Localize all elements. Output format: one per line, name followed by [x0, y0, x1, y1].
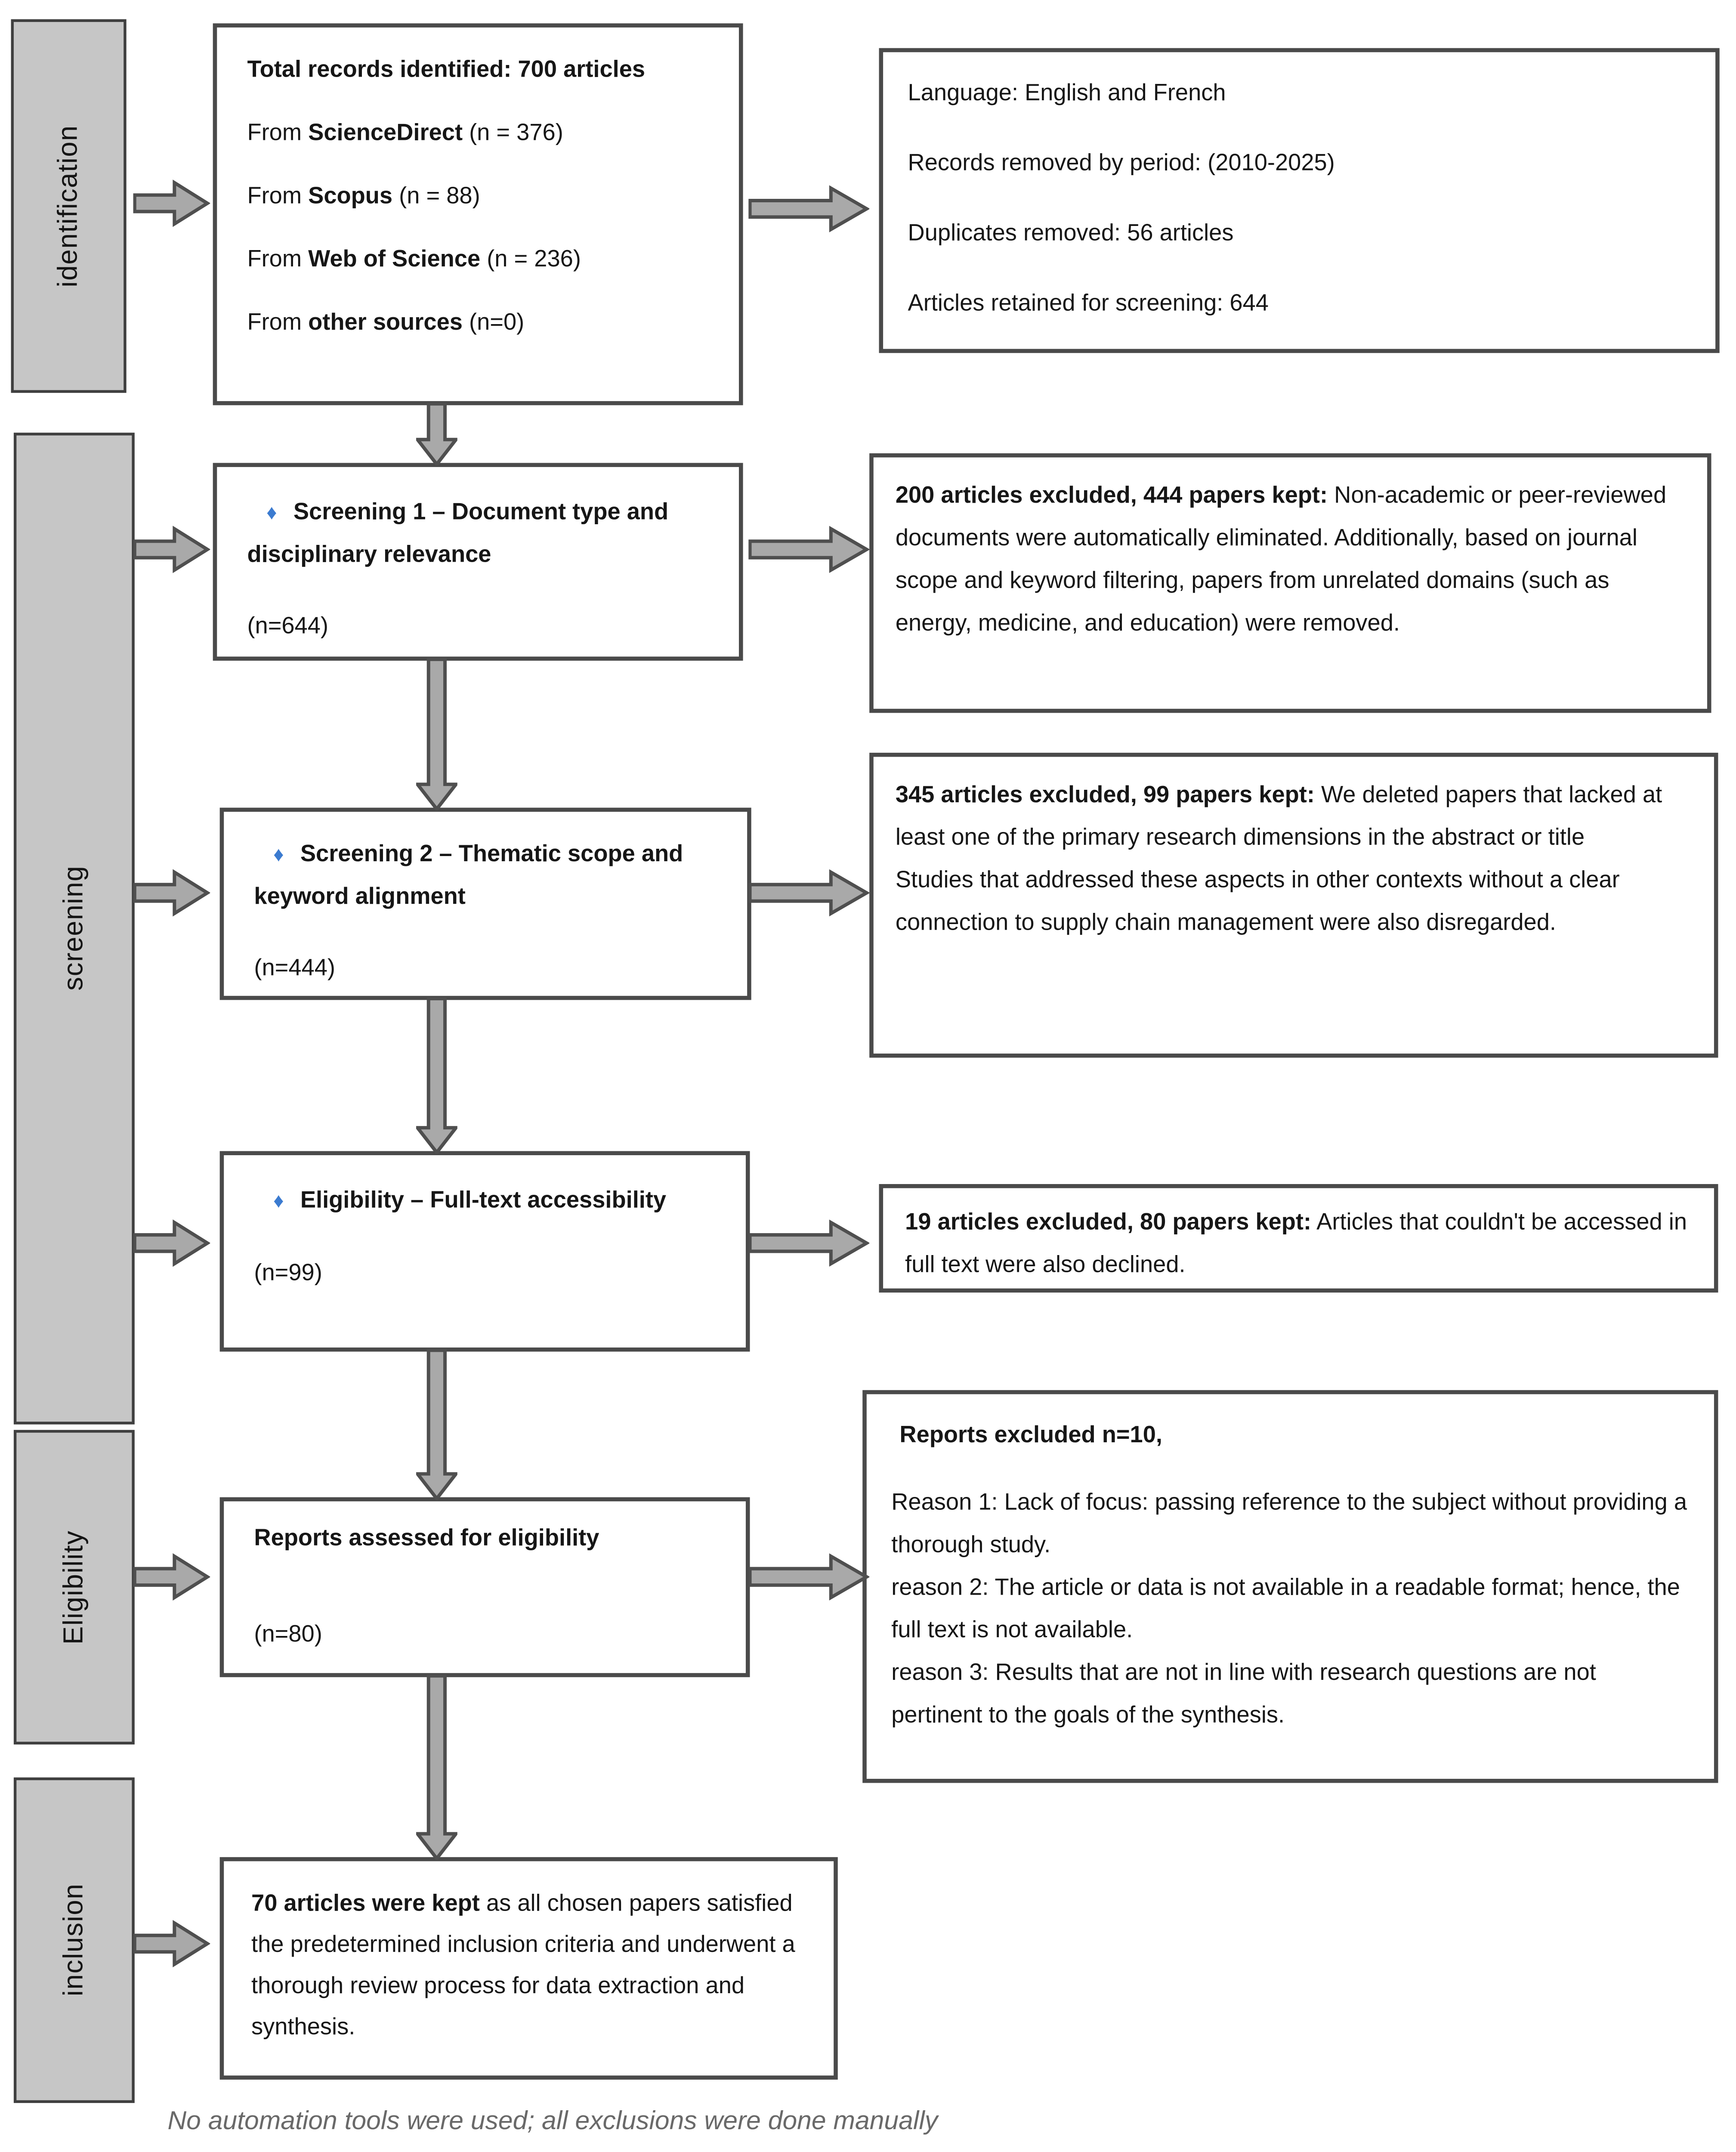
text-line: Language: English and French	[908, 80, 1226, 106]
box-screening1: ♦Screening 1 – Document type and discipl…	[213, 463, 743, 661]
text-run: From	[247, 246, 309, 272]
arrow-eligibility-to-reports	[133, 1553, 210, 1601]
sidebar-stage-inclusion: inclusion	[13, 1777, 135, 2103]
text-line: Records removed by period: (2010-2025)	[908, 149, 1335, 176]
diamond-icon: ♦	[266, 501, 277, 525]
count-label: (n=644)	[247, 612, 329, 639]
text-run: Eligibility – Full-text accessibility	[300, 1187, 667, 1213]
count-label: (n=80)	[254, 1620, 322, 1647]
arrow-screening2-to-exclusions	[748, 869, 870, 917]
text-line: Reason 1: Lack of focus: passing referen…	[891, 1489, 1687, 1558]
stage-label-identification: identification	[53, 125, 83, 288]
text-run: 345 articles excluded, 99 papers kept:	[895, 781, 1315, 808]
text-line: reason 3: Results that are not in line w…	[891, 1659, 1596, 1728]
text-line: 200 articles excluded, 444 papers kept: …	[896, 474, 1685, 644]
arrow-records-to-dedup	[748, 185, 870, 232]
arrow-reports-to-excluded-reasons	[748, 1553, 870, 1601]
text-line: 70 articles were kept as all chosen pape…	[251, 1883, 806, 2048]
arrow-eligibility-to-exclusions	[748, 1219, 870, 1267]
text-line: ♦Screening 2 – Thematic scope and keywor…	[254, 834, 717, 918]
box-eligibility-fulltext: ♦ Eligibility – Full-text accessibility (…	[219, 1151, 750, 1352]
text-line: Duplicates removed: 56 articles	[908, 220, 1234, 246]
box-fulltext-exclusions: 19 articles excluded, 80 papers kept: Ar…	[879, 1184, 1718, 1293]
stage-label-eligibility: Eligibility	[58, 1530, 89, 1645]
box-screening2-exclusions: 345 articles excluded, 99 papers kept: W…	[869, 752, 1718, 1058]
text-line: ♦Screening 1 – Document type and discipl…	[247, 492, 708, 576]
text-run: From	[247, 182, 309, 209]
text-line: ♦ Eligibility – Full-text accessibility	[254, 1180, 715, 1222]
arrow-inclusion-to-kept	[133, 1920, 210, 1967]
text-line: Total records identified: 700 articles	[247, 49, 666, 91]
box-screening1-exclusions: 200 articles excluded, 444 papers kept: …	[869, 453, 1711, 713]
arrow-screening1-to-screening2	[416, 658, 457, 810]
arrow-screening-to-screening2	[133, 869, 210, 917]
text-run: (n = 88)	[392, 182, 480, 209]
text-run: Scopus	[308, 182, 393, 209]
arrow-identification-to-records	[133, 179, 210, 227]
text-run: Screening 2 – Thematic scope and keyword…	[254, 841, 683, 909]
text-run: Articles that couldn't be accessed in fu…	[905, 1209, 1687, 1278]
text-run: From	[247, 119, 309, 146]
arrow-records-to-screening1	[416, 402, 457, 466]
sidebar-stage-eligibility: Eligibility	[13, 1430, 135, 1745]
text-line: Reports excluded n=10,	[899, 1422, 1163, 1448]
text-line: Articles retained for screening: 644	[908, 290, 1269, 316]
text-line: From other sources (n=0)	[247, 302, 708, 343]
text-run: 70 articles were kept	[251, 1890, 480, 1917]
box-screening2: ♦Screening 2 – Thematic scope and keywor…	[219, 807, 751, 1000]
text-run: 200 articles excluded, 444 papers kept:	[895, 482, 1328, 508]
box-reports-assessed: Reports assessed for eligibility (n=80)	[219, 1497, 750, 1677]
box-reports-excluded-reasons: Reports excluded n=10, Reason 1: Lack of…	[862, 1390, 1718, 1783]
count-label: (n=99)	[254, 1259, 322, 1286]
text-run: other sources	[308, 309, 463, 335]
text-line: reason 2: The article or data is not ava…	[891, 1574, 1680, 1643]
text-line: From Web of Science (n = 236)	[247, 239, 708, 280]
text-line: 19 articles excluded, 80 papers kept: Ar…	[905, 1200, 1692, 1286]
diamond-icon: ♦	[273, 843, 284, 867]
text-run: (n = 236)	[480, 246, 581, 272]
text-line: Reports assessed for eligibility	[254, 1524, 599, 1551]
arrow-screening2-to-eligibility	[416, 997, 457, 1154]
arrow-screening-to-eligibility	[133, 1219, 210, 1267]
text-run: as all chosen papers satisfied the prede…	[251, 1890, 795, 2040]
count-label: (n=444)	[254, 955, 335, 981]
text-run: Non-academic or peer-reviewed documents …	[895, 482, 1667, 636]
text-run: Web of Science	[308, 246, 481, 272]
arrow-eligibility-to-reports-assessed	[416, 1349, 457, 1500]
box-records-identified: Total records identified: 700 articles F…	[213, 23, 743, 405]
text-run: 19 articles excluded, 80 papers kept:	[905, 1209, 1312, 1235]
text-line: 345 articles excluded, 99 papers kept: W…	[896, 773, 1692, 859]
text-line: From Scopus (n = 88)	[247, 176, 708, 217]
manual-exclusion-note: No automation tools were used; all exclu…	[167, 2107, 938, 2136]
box-dedup-details: Language: English and French Records rem…	[879, 48, 1720, 353]
box-articles-kept: 70 articles were kept as all chosen pape…	[219, 1857, 838, 2080]
text-run: ScienceDirect	[308, 119, 463, 146]
text-run: Screening 1 – Document type and discipli…	[247, 498, 669, 568]
text-run: (n=0)	[462, 309, 525, 335]
stage-label-inclusion: inclusion	[58, 1883, 89, 1997]
text-run: (n = 376)	[463, 119, 563, 146]
text-line: From ScienceDirect (n = 376)	[247, 113, 708, 154]
arrow-reports-to-kept	[416, 1674, 457, 1860]
text-run: Total records identified: 700 articles	[247, 56, 646, 83]
arrow-screening1-to-exclusions	[748, 526, 870, 573]
text-run: From	[247, 309, 309, 335]
sidebar-stage-identification: identification	[11, 19, 127, 393]
stage-label-screening: screening	[58, 866, 89, 991]
arrow-screening-to-screening1	[133, 526, 210, 573]
text-line: Studies that addressed these aspects in …	[895, 866, 1620, 936]
diamond-icon: ♦	[273, 1189, 284, 1213]
text-run: We deleted papers that lacked at least o…	[895, 781, 1662, 850]
sidebar-stage-screening: screening	[13, 433, 135, 1425]
